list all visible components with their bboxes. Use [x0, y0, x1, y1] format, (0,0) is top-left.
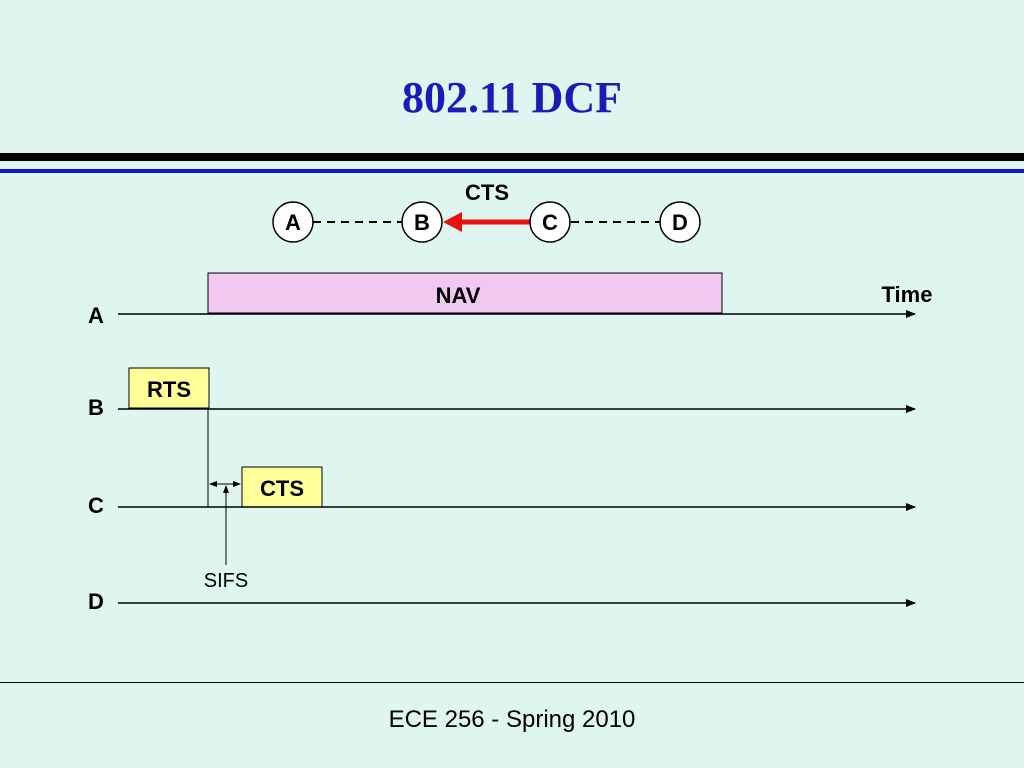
- node-a-label: A: [285, 210, 301, 235]
- slide-footer: ECE 256 - Spring 2010: [388, 706, 636, 733]
- node-b: [401, 201, 443, 243]
- rts-label: RTS: [147, 377, 191, 402]
- time-label: Time: [882, 282, 933, 307]
- footer-rule: [0, 682, 1024, 683]
- row-label-b: B: [88, 395, 104, 420]
- cts-box: [241, 466, 323, 508]
- topology-cts-label: CTS: [465, 180, 509, 205]
- title-rule-black: [0, 153, 1024, 161]
- topology: CTS A B C D: [272, 180, 701, 243]
- node-c-label: C: [542, 210, 558, 235]
- nav-label: NAV: [436, 283, 481, 308]
- rts-box: [128, 367, 210, 409]
- nav-box: [207, 272, 723, 314]
- row-label-c: C: [88, 493, 104, 518]
- row-label-d: D: [88, 589, 104, 614]
- node-d: [659, 201, 701, 243]
- row-label-a: A: [88, 303, 104, 328]
- slide-title: 802.11 DCF: [402, 73, 622, 122]
- cts-arrow-head: [443, 212, 462, 232]
- sifs-label: SIFS: [204, 570, 248, 592]
- timeline: NAV Time A RTS B CTS SIFS C D: [88, 272, 933, 614]
- node-b-label: B: [414, 210, 430, 235]
- node-d-label: D: [672, 210, 688, 235]
- title-rule-blue: [0, 169, 1024, 173]
- cts-label: CTS: [260, 476, 304, 501]
- node-a: [272, 201, 314, 243]
- node-c: [529, 201, 571, 243]
